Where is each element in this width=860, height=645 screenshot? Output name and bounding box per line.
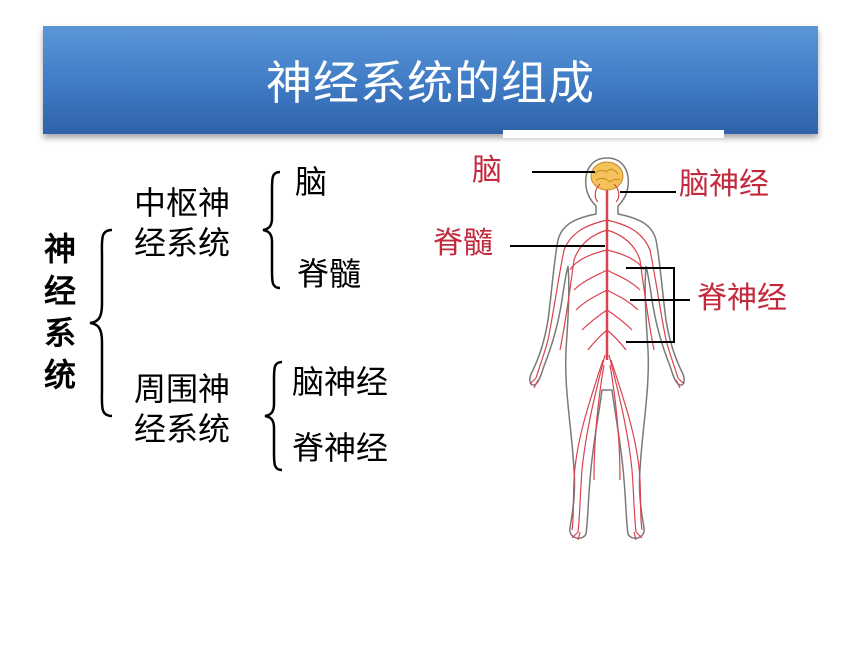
central-brace	[262, 170, 281, 290]
leaf-brain: 脑	[295, 163, 328, 201]
leaf-cranial-nerves: 脑神经	[292, 363, 389, 401]
figure-label-spinal-nerve: 脊神经	[697, 281, 787, 316]
figure-label-brain: 脑	[472, 153, 502, 188]
root-char: 神	[43, 230, 76, 268]
banner-divider	[503, 130, 724, 138]
peripheral-brace	[264, 360, 283, 472]
root-char: 经	[43, 272, 76, 310]
brain-folds	[594, 168, 621, 183]
leaf-spinal-cord: 脊髓	[297, 255, 362, 293]
title-banner: 神经系统的组成	[43, 26, 818, 134]
root-char: 系	[43, 314, 76, 352]
leaf-spinal-nerves: 脊神经	[292, 429, 389, 467]
figure-label-spinal-cord: 脊髓	[433, 226, 493, 261]
root-brace	[89, 228, 113, 418]
root-label-nervous-system: 神 经 系 统	[40, 228, 80, 396]
root-char: 统	[43, 356, 76, 394]
peripheral-nervous-system-label: 周围神 经系统	[134, 370, 231, 448]
human-nervous-system-figure	[529, 157, 685, 541]
figure-label-cranial-nerve: 脑神经	[679, 167, 769, 202]
nerve-network	[529, 183, 685, 541]
spinal-nerve-bracket	[626, 267, 690, 343]
page-title: 神经系统的组成	[266, 56, 595, 110]
central-nervous-system-label: 中枢神 经系统	[134, 184, 231, 262]
